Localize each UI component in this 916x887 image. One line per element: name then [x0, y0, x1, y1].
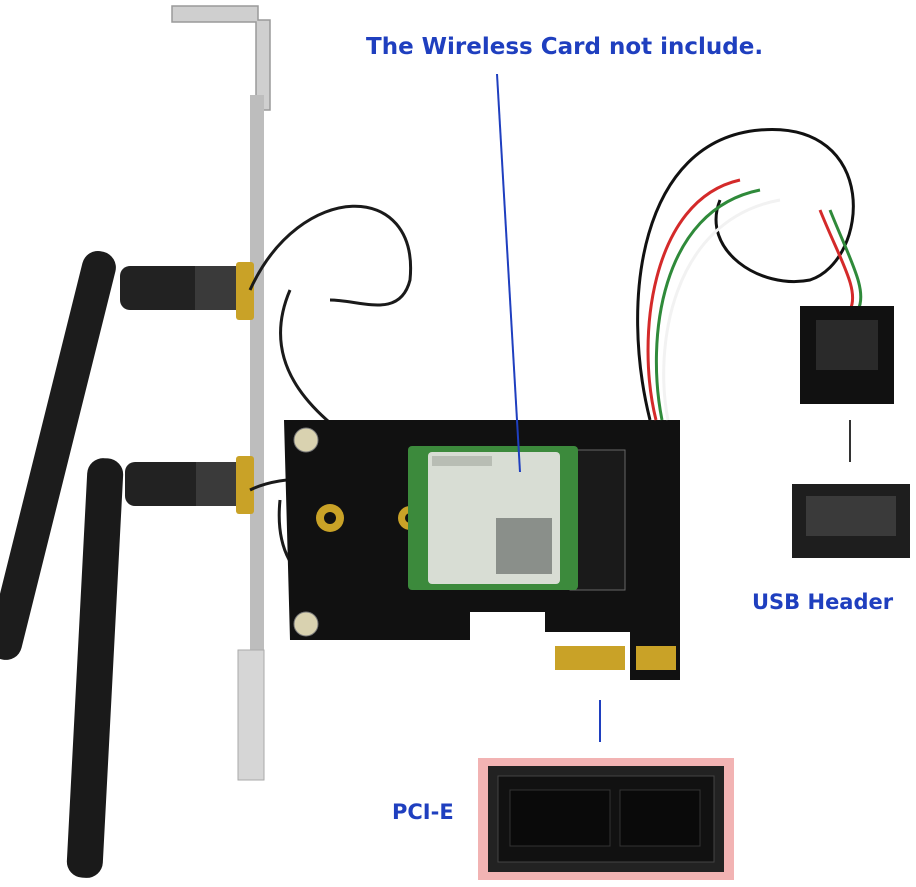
- gold-fingers: [555, 646, 676, 670]
- sma-connector-icon: [236, 262, 254, 514]
- usb-header-callout: USB Header: [752, 590, 894, 614]
- metal-bracket: [171, 5, 271, 781]
- antenna-top-icon: [0, 250, 240, 660]
- wireless-card-callout: The Wireless Card not include.: [366, 34, 764, 60]
- antenna-bottom-icon: [66, 458, 241, 878]
- usb-cable: [636, 128, 863, 421]
- wireless-card-icon: [408, 446, 578, 590]
- usb-header-icon: [792, 306, 910, 558]
- pcie-slot-icon: [478, 758, 734, 880]
- pcie-callout: PCI-E: [392, 800, 454, 824]
- leader-lines: [496, 73, 601, 742]
